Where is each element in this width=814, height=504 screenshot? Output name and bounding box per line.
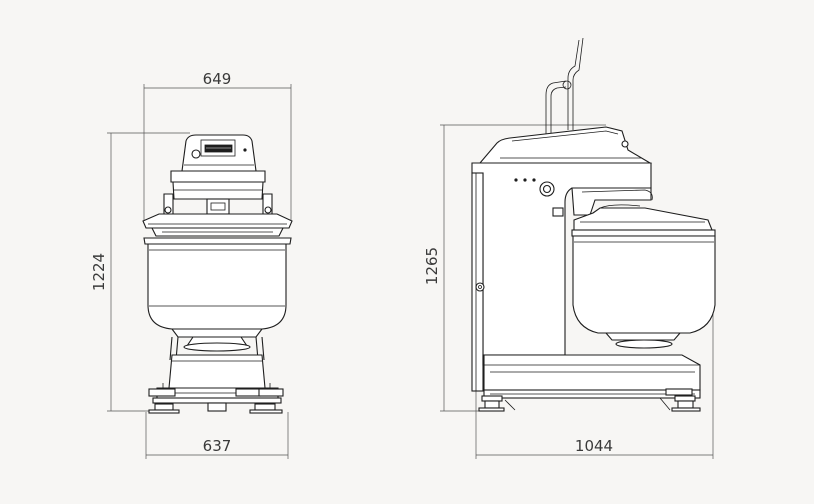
side-bowl xyxy=(572,235,716,334)
front-lid xyxy=(142,213,293,245)
side-view: 1265 1044 xyxy=(423,37,716,459)
front-control-head xyxy=(163,134,273,215)
front-caster-mid xyxy=(235,388,261,397)
front-bowl xyxy=(147,243,287,338)
front-view: 649 1224 601 637 xyxy=(90,70,293,459)
side-head xyxy=(478,126,653,164)
dim-front-height: 1224 xyxy=(90,253,108,291)
control-display-panel xyxy=(204,144,233,153)
front-knob xyxy=(191,149,201,159)
side-base xyxy=(478,354,701,412)
front-base xyxy=(148,336,284,414)
dim-front-base-width: 637 xyxy=(203,437,232,455)
side-lever xyxy=(545,37,584,185)
dim-side-height: 1265 xyxy=(423,247,441,285)
side-caster-rear xyxy=(481,395,503,402)
dim-side-depth: 1044 xyxy=(575,437,613,455)
side-bowl-assembly xyxy=(571,204,716,349)
side-caster-front xyxy=(665,388,693,396)
front-caster-left xyxy=(148,388,176,397)
dim-front-top-width: 649 xyxy=(203,70,232,88)
